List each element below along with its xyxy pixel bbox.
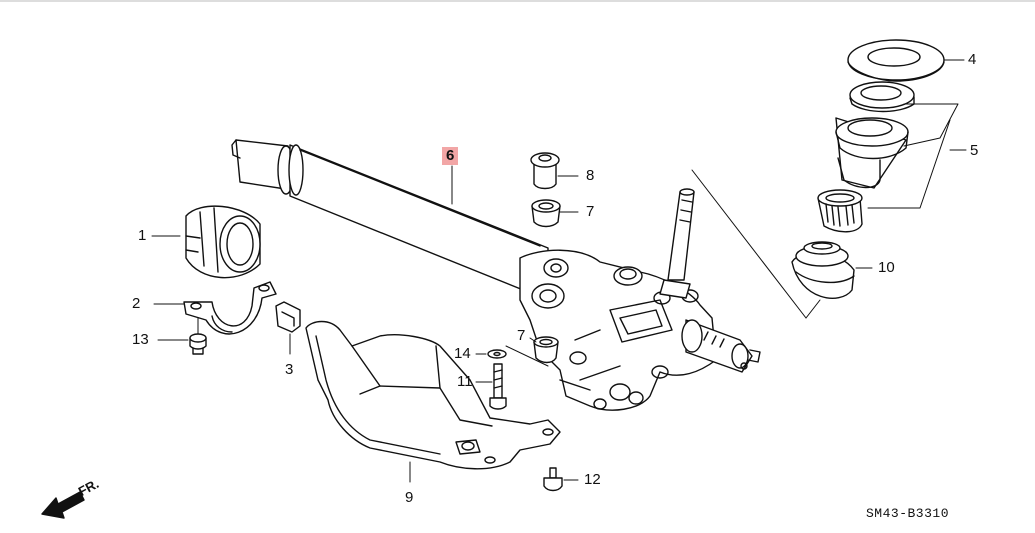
bushing-8 (530, 152, 579, 190)
callout-12[interactable]: 12 (584, 471, 601, 488)
drawing-code: SM43-B3310 (866, 506, 950, 521)
bolt-13 (157, 317, 207, 355)
callout-4[interactable]: 4 (968, 51, 977, 68)
bolt-11 (475, 363, 507, 410)
cap-7-upper (531, 199, 579, 228)
washer-14 (475, 345, 549, 367)
bolt-12 (543, 467, 579, 492)
callout-5[interactable]: 5 (970, 142, 979, 159)
callout-3[interactable]: 3 (285, 361, 294, 378)
cap-7-lower (529, 336, 559, 364)
callout-8[interactable]: 8 (586, 167, 595, 184)
steering-rack-tube (231, 139, 549, 301)
callout-10[interactable]: 10 (878, 259, 895, 276)
callout-14[interactable]: 14 (454, 345, 471, 362)
bearing-set-5 (817, 81, 967, 233)
callout-13[interactable]: 13 (132, 331, 149, 348)
callout-1[interactable]: 1 (138, 227, 147, 244)
mount-bushing-1 (151, 205, 261, 279)
dust-seal-10 (791, 241, 873, 299)
callout-11[interactable]: 11 (457, 373, 473, 390)
callout-6[interactable]: 6 (442, 147, 459, 165)
washer-4 (847, 39, 945, 82)
callout-9[interactable]: 9 (405, 489, 414, 506)
front-direction-arrow-icon (41, 491, 85, 519)
callout-7-lower[interactable]: 7 (517, 327, 526, 344)
guard-plate-9 (305, 320, 561, 483)
callout-7-upper[interactable]: 7 (586, 203, 595, 220)
pinion-shaft (659, 188, 695, 299)
callout-2[interactable]: 2 (132, 295, 141, 312)
clip-3 (275, 301, 301, 355)
rack-end-gear (681, 319, 761, 373)
mount-bracket-2 (153, 281, 277, 335)
